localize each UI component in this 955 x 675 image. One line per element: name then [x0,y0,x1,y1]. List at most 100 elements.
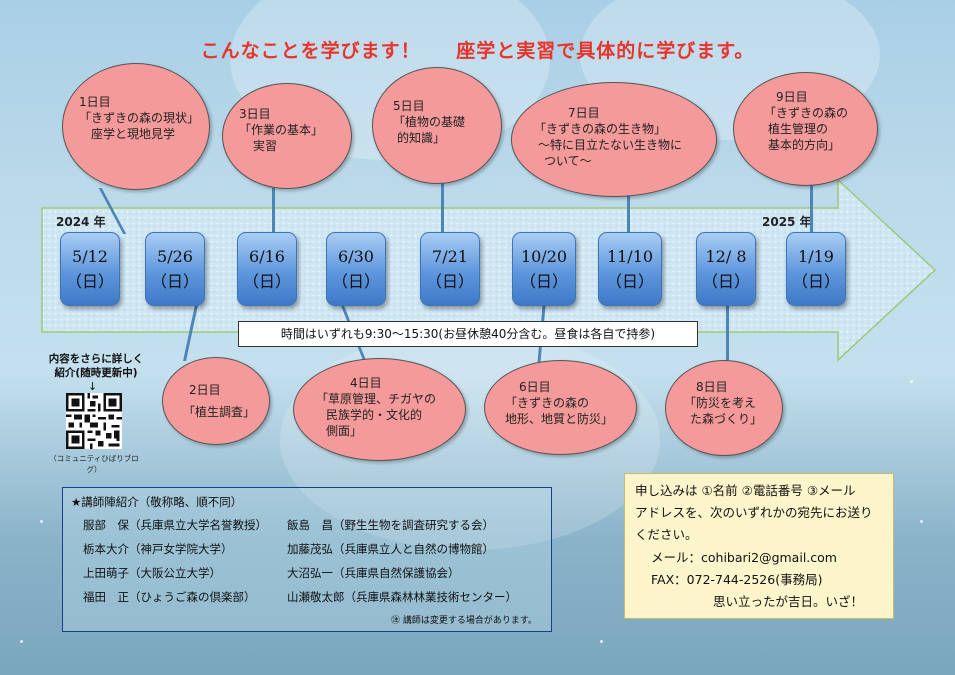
lecturer-name: 大沼弘一（兵庫県自然保護協会） [287,566,460,580]
session-line: 的知識」 [397,131,446,145]
date-dow: （日） [791,272,840,291]
session-line: ついて～ [544,154,592,168]
session-bubble-4: 4日目 「草原管理、チガヤの 民族学的・文化的 側面」 [293,358,466,461]
session-day: 9日目 [776,90,808,104]
qr-caption-line2: 紹介(随時更新中) [54,367,138,379]
session-day: 7日目 [568,106,600,120]
session-bubble-8: 8日目 「防災を考え た森づくり」 [665,360,783,456]
qr-caption-line1: 内容をさらに詳しく [48,353,144,365]
session-line: 「きずきの森の [764,106,849,120]
date-dow: （日） [605,272,654,291]
sparkle [40,520,43,523]
session-line: た森づくり」 [690,412,763,426]
session-line: 座学と現地見学 [91,127,176,141]
lecturer-name: 福田 正（ひょうご森の倶楽部） [83,590,256,604]
session-bubble-1: 1日目 「きずきの森の現状」 座学と現地見学 [62,63,210,190]
session-day: 4日目 [350,376,382,390]
apply-line3: ください。 [635,527,698,542]
apply-fax: FAX：072-744-2526(事務局) [651,572,823,587]
apply-line2: アドレスを、次のいずれかの宛先にお送り [635,505,873,520]
date-box-5: 7/21 （日） [420,232,480,306]
session-line: 実習 [253,139,278,153]
apply-line1: 申し込みは ①名前 ②電話番号 ③メール [635,483,856,498]
session-bubble-6: 6日目 「きずきの森の 地形、地質と防災」 [484,360,637,455]
apply-closing: 思い立ったが吉日。いざ！ [713,594,864,609]
date-value: 5/26 [157,247,193,266]
date-dow: （日） [150,272,199,291]
date-value: 1/19 [798,247,834,266]
date-value: 6/16 [249,247,285,266]
sparkle [920,520,923,523]
application-box: 申し込みは ①名前 ②電話番号 ③メール アドレスを、次のいずれかの宛先にお送り… [624,473,894,619]
hours-note: 時間はいずれも9:30～15:30(お昼休憩40分含む。昼食は各自で持参) [238,321,698,347]
session-bubble-2: 2日目 「植生調査」 [162,357,270,445]
session-day: 8日目 [696,380,728,394]
date-dow: （日） [519,272,568,291]
lecturers-note: ㊟ 講師は変更する場合があります。 [391,616,537,626]
session-line: 「作業の基本」 [239,123,324,137]
lecturer-name: 飯島 昌（野生生物を調査研究する会） [287,518,494,532]
date-box-6: 10/20 （日） [512,232,576,306]
date-dow: （日） [65,272,114,291]
session-line: 「植物の基礎 [393,115,466,129]
date-value: 5/12 [72,247,108,266]
session-line: ～特に目立たない生き物に [538,138,683,152]
date-dow: （日） [242,272,291,291]
year-label-start: 2024 年 [56,215,106,229]
session-day: 2日目 [189,383,221,397]
date-box-9: 1/19 （日） [786,232,846,306]
headline-part1: こんなことを学びます！ [200,40,421,62]
lecturer-name: 服部 保（兵庫県立大学名誉教授） [83,518,267,532]
sparkle [600,640,603,643]
year-label-end: 2025 年 [762,215,812,229]
down-arrow-icon: ↓ [88,380,98,393]
connector-3 [272,188,275,234]
page-headline: こんなことを学びます！ 座学と実習で具体的に学びます。 [0,36,955,63]
session-line: 「きずきの森の生き物」 [534,122,667,136]
session-bubble-3: 3日目 「作業の基本」 実習 [222,83,352,189]
session-bubble-5: 5日目 「植物の基礎 的知識」 [372,67,502,184]
session-line: 「植生調査」 [183,405,256,419]
session-day: 1日目 [79,95,111,109]
session-line: 側面」 [326,424,363,438]
qr-code-icon[interactable] [66,393,122,449]
lecturers-title: ★講師陣紹介（敬称略、順不同） [71,495,243,509]
date-box-7: 11/10 （日） [598,232,662,306]
date-box-2: 5/26 （日） [145,232,205,306]
date-value: 6/30 [338,247,374,266]
connector-7 [627,195,630,233]
date-dow: （日） [331,272,380,291]
date-box-8: 12/ 8 （日） [696,232,756,306]
lecturer-name: 山瀬敬太郎（兵庫県森林林業技術センター） [287,590,517,604]
session-line: 植生管理の [768,122,829,136]
session-line: 「草原管理、チガヤの [316,392,437,406]
session-line: 「きずきの森の [505,396,590,410]
lecturer-name: 上田萌子（大阪公立大学） [83,566,221,580]
apply-email[interactable]: メール：cohibari2@gmail.com [651,550,837,565]
connector-8 [726,305,729,363]
qr-caption: 内容をさらに詳しく 紹介(随時更新中) [40,352,152,380]
session-line: 基本的方向」 [768,138,841,152]
session-line: 民族学的・文化的 [326,408,423,422]
session-day: 6日目 [519,380,551,394]
date-value: 12/ 8 [705,247,747,266]
session-bubble-9: 9日目 「きずきの森の 植生管理の 基本的方向」 [733,72,878,186]
qr-label: （コミュニティひばりブログ） [49,454,139,474]
headline-part2: 座学と実習で具体的に学びます。 [456,40,755,62]
date-value: 11/10 [606,247,654,266]
date-box-4: 6/30 （日） [326,232,386,306]
session-day: 5日目 [393,99,425,113]
connector-9 [810,185,813,233]
lecturer-name: 栃本大介（神戸女学院大学） [83,542,233,556]
session-line: 「きずきの森の現状」 [79,111,200,125]
date-box-1: 5/12 （日） [60,232,120,306]
date-value: 10/20 [520,247,568,266]
date-value: 7/21 [432,247,468,266]
date-box-3: 6/16 （日） [237,232,297,306]
connector-5 [441,182,444,234]
sparkle [910,380,913,383]
lecturer-name: 加藤茂弘（兵庫県立人と自然の博物館） [287,542,494,556]
session-bubble-7: 7日目 「きずきの森の生き物」 ～特に目立たない生き物に ついて～ [511,82,717,197]
session-line: 地形、地質と防災」 [505,412,614,426]
